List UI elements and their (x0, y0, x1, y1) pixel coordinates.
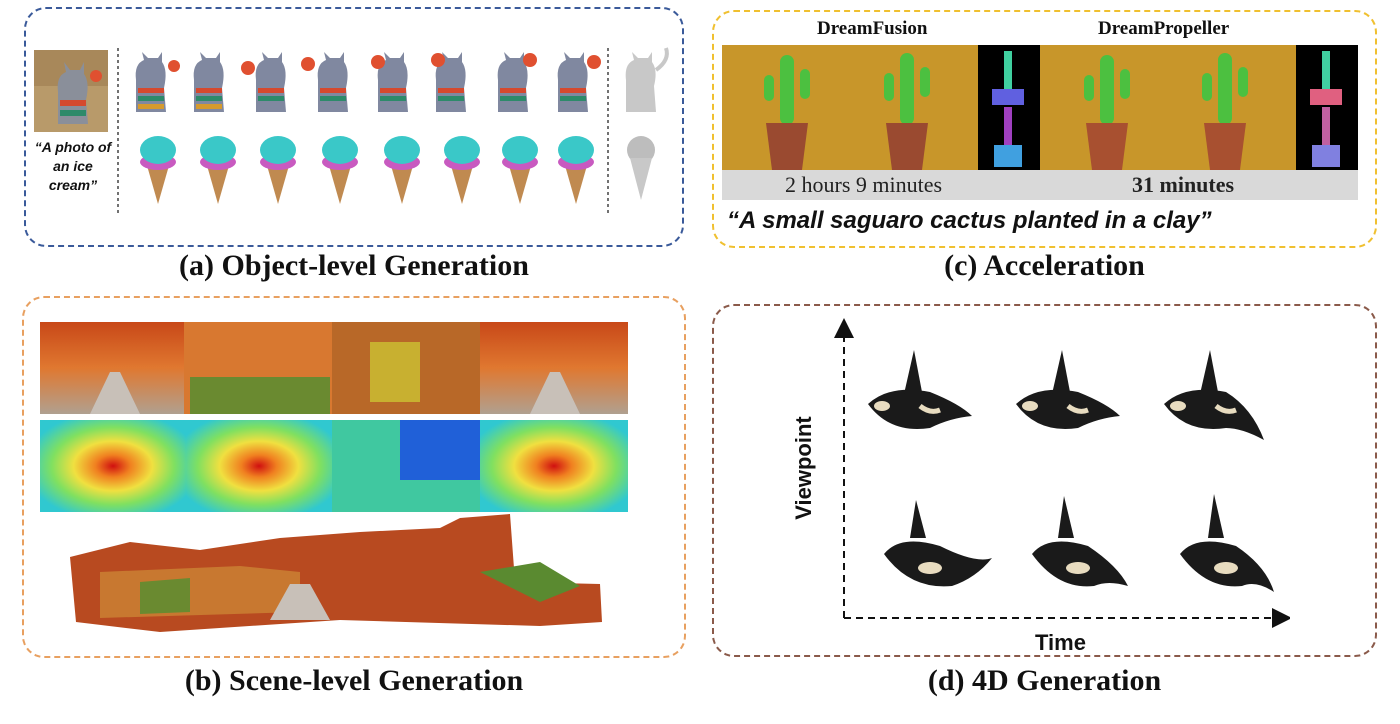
icecream-renders-row (140, 136, 594, 204)
scene-renders (40, 322, 628, 632)
time-dreamfusion: 2 hours 9 minutes (785, 172, 943, 197)
object-prompt: “A photo of an ice cream” (34, 139, 112, 193)
y-axis-label: Viewpoint (790, 416, 816, 520)
scene-depth-frames (40, 420, 628, 512)
caption-c: (c) Acceleration (944, 249, 1145, 282)
panel-b-scene-level (22, 296, 686, 658)
cat-renders-row (135, 52, 601, 112)
caption-a: (a) Object-level Generation (179, 249, 529, 282)
time-dreampropeller: 31 minutes (1132, 172, 1235, 197)
caption-b: (b) Scene-level Generation (184, 664, 524, 697)
scene-point-cloud (70, 514, 602, 632)
panel-a-object-level (24, 7, 684, 247)
panel-d-4d (712, 304, 1377, 657)
geometry-renders (625, 47, 669, 200)
acceleration-renders (722, 45, 1358, 170)
scene-rgb-frames (40, 322, 628, 414)
orca-renders (868, 350, 1274, 592)
panel-c-acceleration (712, 10, 1377, 248)
orca-row-top (868, 350, 1264, 440)
x-axis-label: Time (1035, 630, 1086, 655)
time-bar (722, 170, 1358, 200)
cactus-prompt: “A small saguaro cactus planted in a cla… (727, 207, 1212, 234)
caption-d: (d) 4D Generation (927, 664, 1162, 697)
method-label-dreamfusion: DreamFusion (817, 18, 928, 39)
method-label-dreampropeller: DreamPropeller (1098, 18, 1230, 39)
orca-row-bottom (884, 494, 1274, 592)
panel-a-graphics (34, 47, 669, 216)
cactus-render (764, 55, 810, 170)
4d-axes (834, 318, 1290, 628)
